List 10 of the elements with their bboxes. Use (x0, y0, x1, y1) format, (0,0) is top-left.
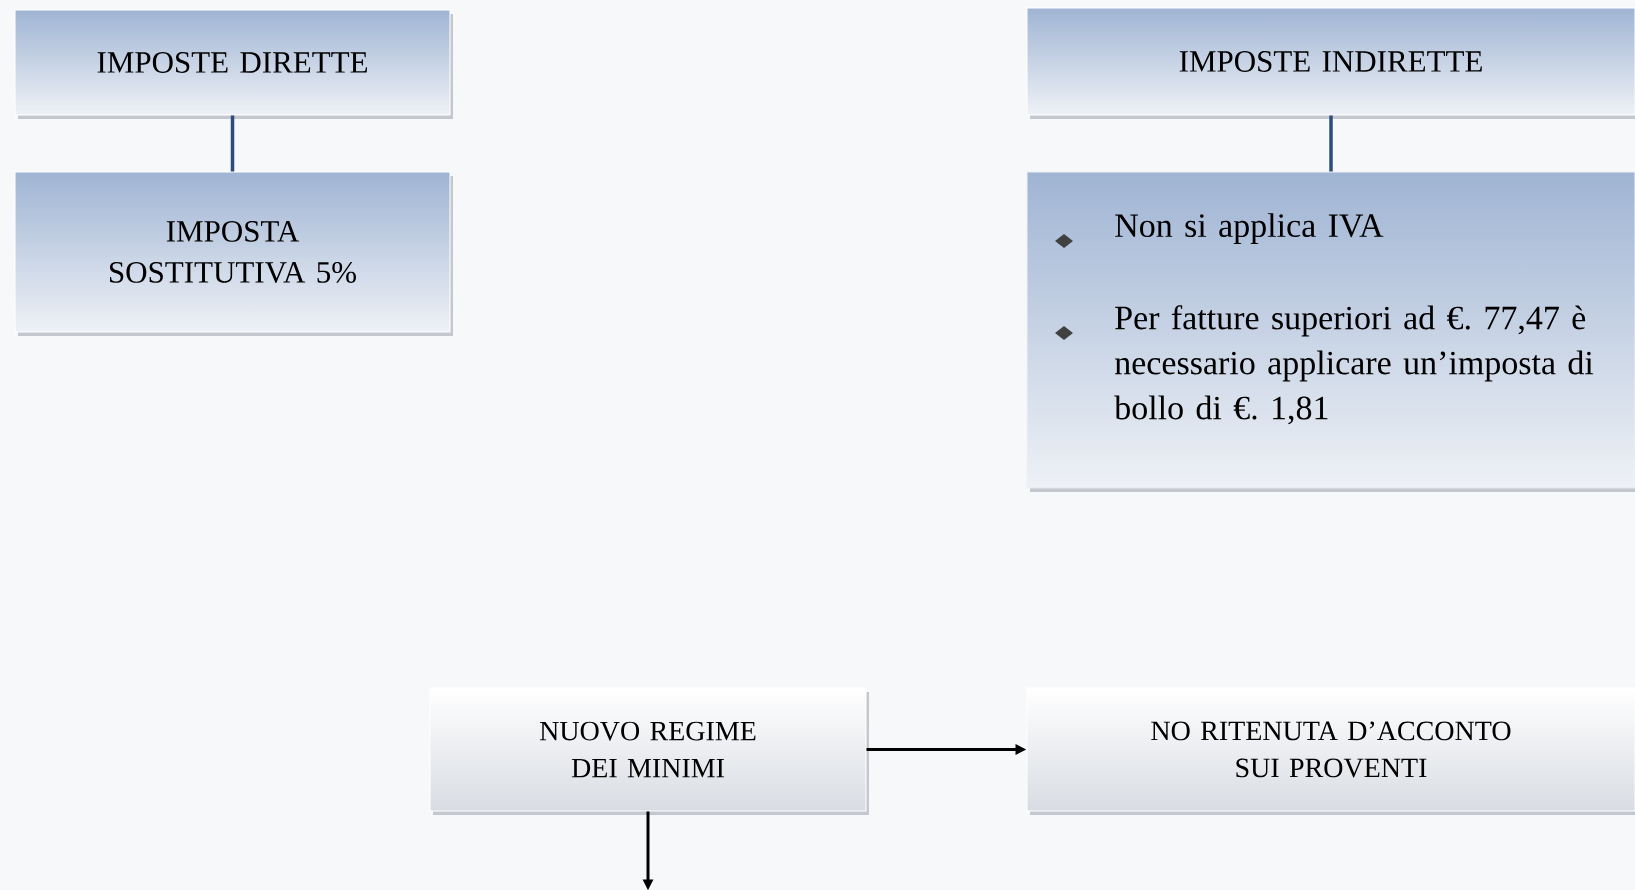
process-box: NUOVO REGIME DEI MINIMI (429, 687, 869, 815)
process-box: NO RITENUTA D’ACCONTO SUI PROVENTI (1026, 687, 1635, 815)
heading-box: IMPOSTA SOSTITUTIVA 5% (14, 171, 453, 336)
connector-line (230, 115, 235, 172)
heading-box: IMPOSTE INDIRETTE (1026, 7, 1635, 119)
heading-box: IMPOSTE DIRETTE (14, 9, 453, 119)
bullet-text: Non si applica IVA (1115, 213, 1384, 245)
text-box (1026, 171, 1635, 492)
bullet-text: Per fatture superiori ad €. 77,47 è necessario applicare un’imposta di bollo di €. 1,81 (1114, 305, 1594, 425)
connector-line (1329, 115, 1333, 172)
